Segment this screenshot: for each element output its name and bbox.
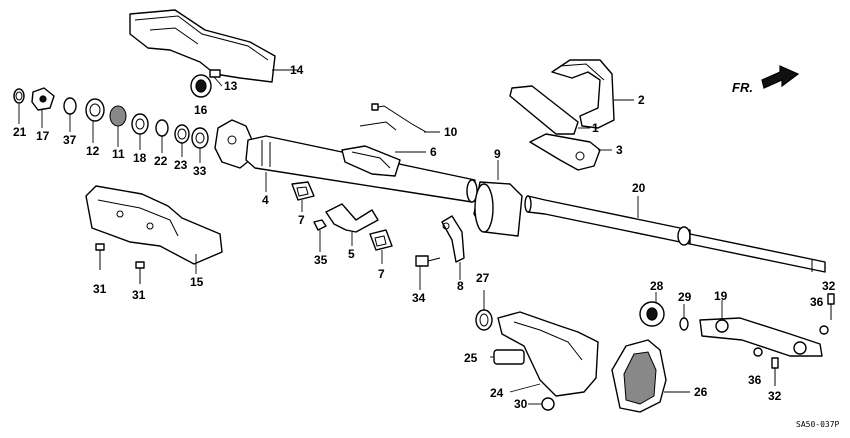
callout-29: 29 xyxy=(678,290,692,304)
callout-26: 26 xyxy=(694,385,708,399)
callout-7b: 7 xyxy=(378,267,385,281)
callout-4: 4 xyxy=(262,193,269,207)
callout-30: 30 xyxy=(514,397,528,411)
callout-1: 1 xyxy=(592,121,599,135)
callout-17: 17 xyxy=(36,129,50,143)
clamp-8 xyxy=(415,215,465,290)
callout-22: 22 xyxy=(154,154,168,168)
callout-11: 11 xyxy=(112,147,125,161)
callout-33: 33 xyxy=(193,164,207,178)
callout-36b: 36 xyxy=(748,373,762,387)
callout-20: 20 xyxy=(632,181,646,195)
callout-10: 10 xyxy=(444,125,458,139)
callout-12: 12 xyxy=(86,144,100,158)
bolts-32-36 xyxy=(753,293,835,386)
callout-7a: 7 xyxy=(298,213,305,227)
callout-27: 27 xyxy=(476,271,490,285)
callout-18: 18 xyxy=(133,151,147,165)
parts-28-29 xyxy=(639,292,689,331)
callout-14: 14 xyxy=(290,63,304,77)
column-bracket-6 xyxy=(341,145,426,177)
callout-25: 25 xyxy=(464,351,478,365)
callout-13: 13 xyxy=(224,79,238,93)
column-sleeve-9 xyxy=(473,160,523,237)
callout-35: 35 xyxy=(314,253,328,267)
callout-2: 2 xyxy=(638,93,645,107)
universal-joint-19 xyxy=(699,300,823,357)
callout-37: 37 xyxy=(63,133,77,147)
cover-26 xyxy=(611,339,690,413)
steering-shaft-20 xyxy=(524,195,826,273)
callout-28: 28 xyxy=(650,279,664,293)
callout-16: 16 xyxy=(194,103,208,117)
callout-15: 15 xyxy=(190,275,204,289)
column-ring-16 xyxy=(190,69,223,98)
pads-7 xyxy=(291,181,393,264)
callout-21: 21 xyxy=(13,125,27,139)
callout-32b: 32 xyxy=(768,389,782,403)
callout-9: 9 xyxy=(494,147,501,161)
boot-assembly-24 xyxy=(490,311,599,411)
callout-32a: 32 xyxy=(822,279,836,293)
callout-24: 24 xyxy=(490,386,504,400)
lower-column-cover-15 xyxy=(85,185,223,274)
callout-19: 19 xyxy=(714,289,728,303)
clamp-5 xyxy=(313,203,379,252)
brackets-1-2-3 xyxy=(509,59,634,171)
callout-23: 23 xyxy=(174,158,188,172)
screws-31 xyxy=(95,243,145,284)
front-direction-label: FR. xyxy=(732,80,753,95)
callout-3: 3 xyxy=(616,143,623,157)
callout-31a: 31 xyxy=(93,282,107,296)
callout-31b: 31 xyxy=(132,288,146,302)
diagram-code: SA50-037P xyxy=(796,420,840,429)
small-parts-row xyxy=(13,87,209,163)
upper-column-cover xyxy=(129,9,298,83)
callout-8: 8 xyxy=(457,279,464,293)
callout-36a: 36 xyxy=(810,295,824,309)
spring-clip-10 xyxy=(359,103,440,133)
ring-27 xyxy=(475,290,493,331)
callout-34: 34 xyxy=(412,291,426,305)
front-direction-arrow xyxy=(761,65,800,89)
callout-6: 6 xyxy=(430,145,437,159)
callout-5: 5 xyxy=(348,247,355,261)
